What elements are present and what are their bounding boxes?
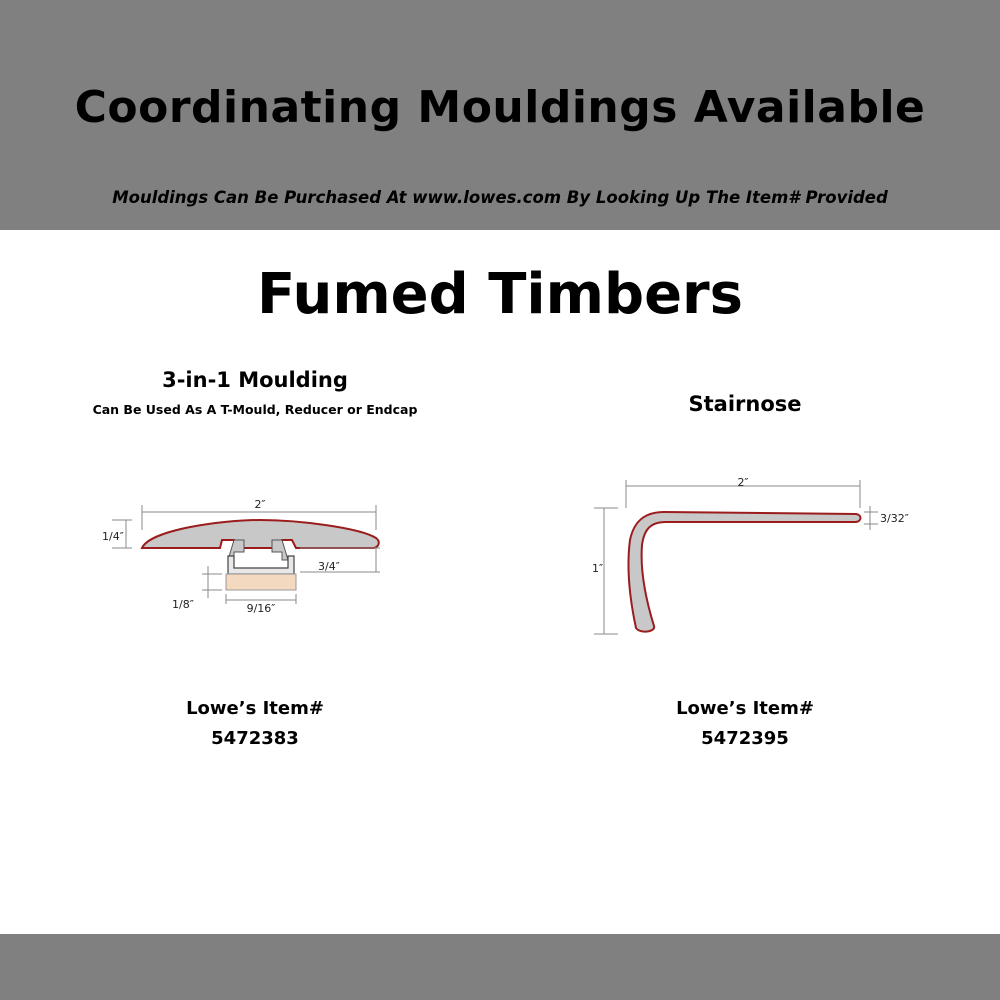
leg-right	[271, 539, 289, 561]
right-item-label: Lowe’s Item#	[676, 698, 814, 719]
left-dim-width: 2″	[254, 498, 265, 511]
right-dim-width: 2″	[737, 476, 748, 489]
left-col-title: 3-in-1 Moulding	[162, 368, 348, 392]
right-item-number: 5472395	[701, 728, 789, 749]
cap-shape	[140, 518, 380, 549]
left-dim-depth: 3/4″	[318, 560, 340, 573]
right-dim-height: 1″	[592, 562, 603, 575]
right-col-title: Stairnose	[688, 392, 802, 416]
footer-band	[0, 934, 1000, 1000]
left-item-number: 5472383	[211, 728, 299, 749]
right-dim-thickness: 3/32″	[880, 512, 909, 525]
left-item-label: Lowe’s Item#	[186, 698, 324, 719]
base-block	[225, 573, 297, 591]
header-band	[0, 0, 1000, 230]
header-title: Coordinating Mouldings Available	[74, 82, 926, 133]
left-col-subtitle: Can Be Used As A T-Mould, Reducer or End…	[92, 402, 418, 417]
stairnose-shape	[627, 510, 862, 633]
left-dim-base-height: 1/8″	[172, 598, 194, 611]
left-dim-height: 1/4″	[102, 530, 124, 543]
product-title: Fumed Timbers	[256, 262, 743, 327]
stairnose-profile: 2″ 3/32″ 1″	[592, 476, 909, 635]
left-dim-base-width: 9/16″	[247, 602, 276, 615]
three-in-one-profile: 2″ 1/4″ 3/4″ 1/8″ 9/16″	[102, 498, 380, 615]
header-subtitle: Mouldings Can Be Purchased At www.lowes.…	[112, 188, 888, 207]
